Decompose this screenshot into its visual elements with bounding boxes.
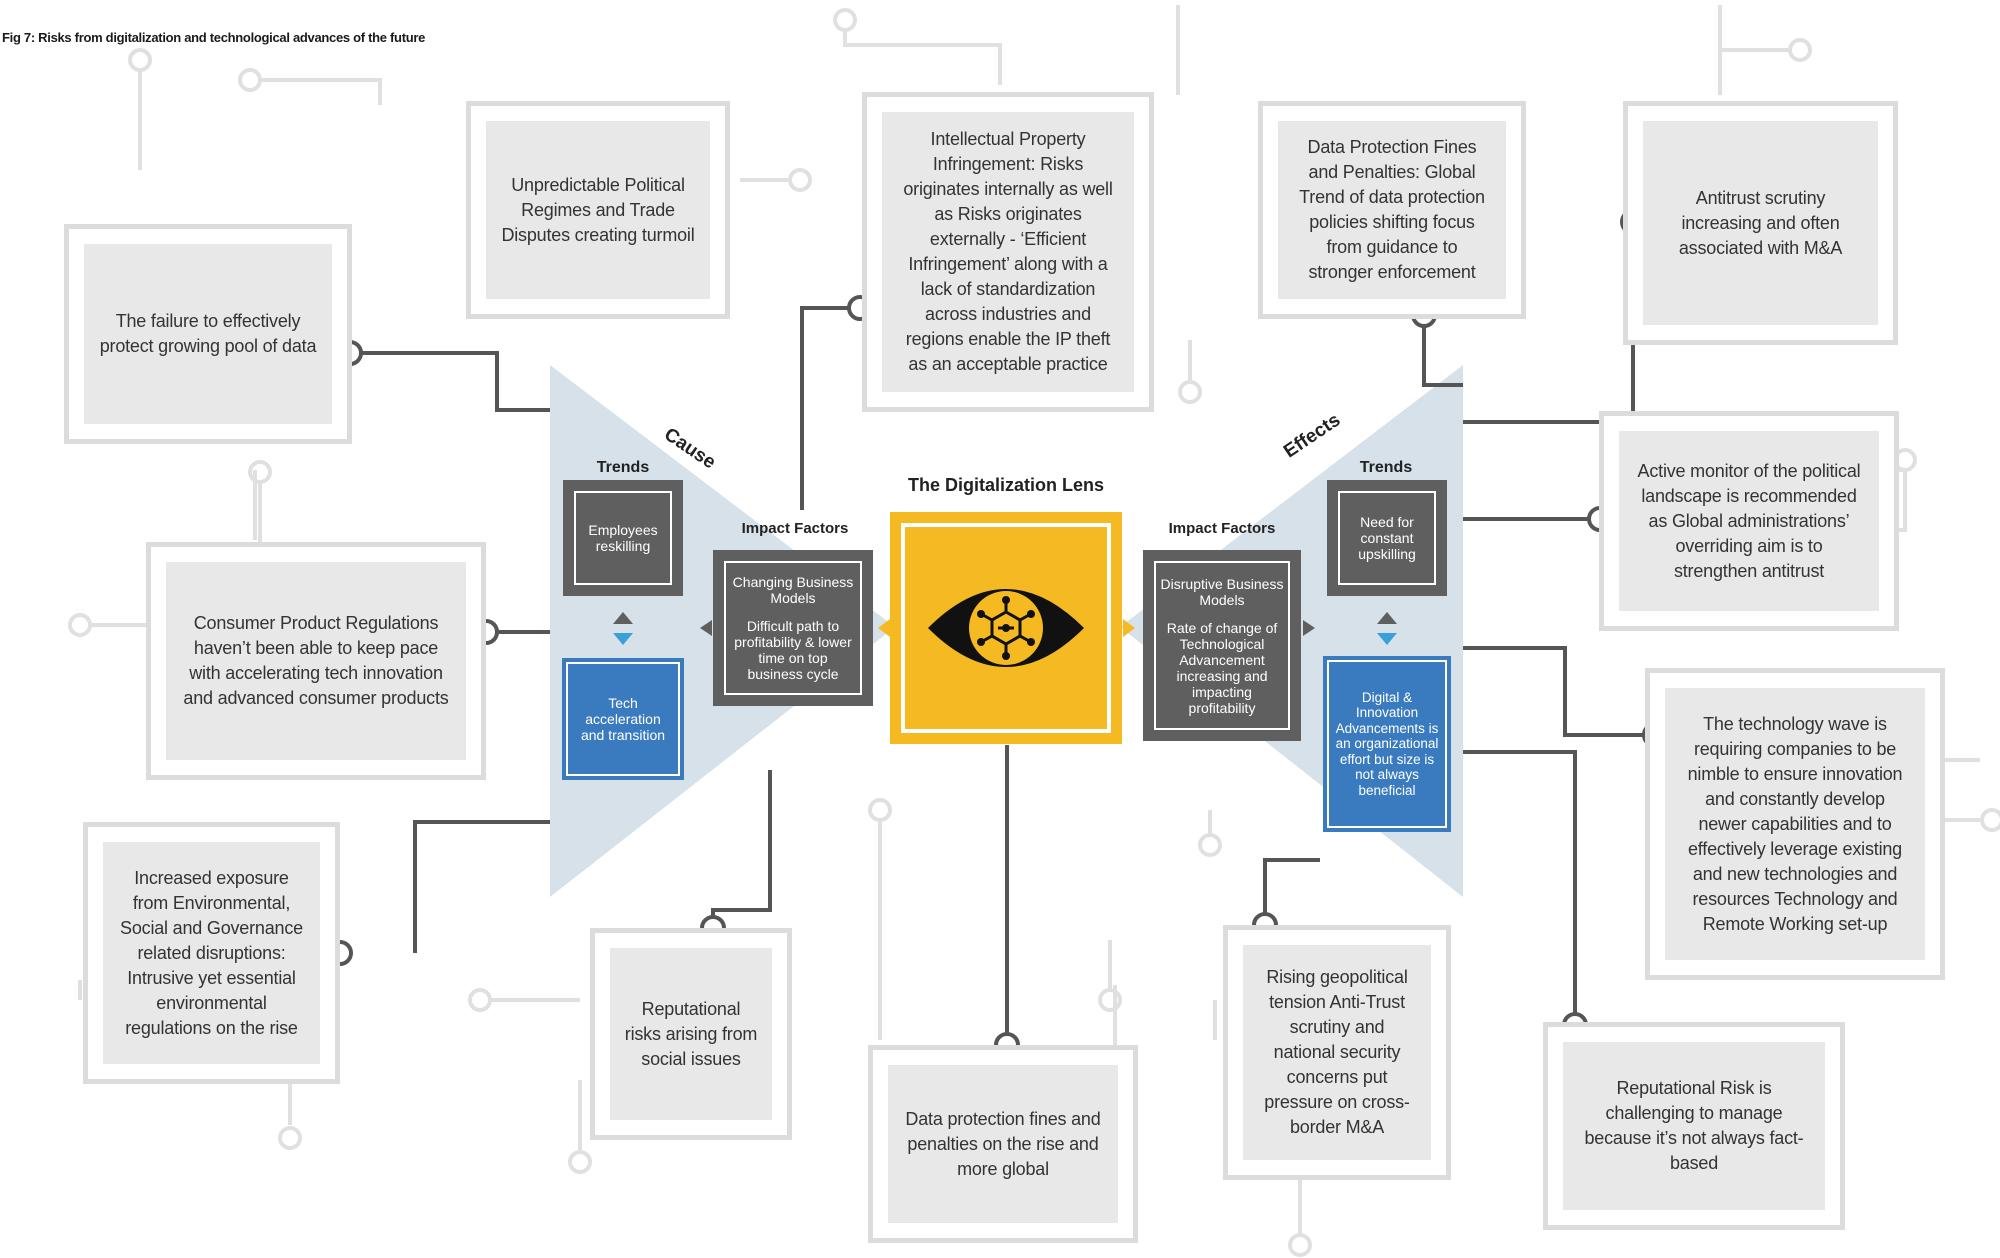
cause-trend-text: Employees reskilling xyxy=(588,522,658,554)
risk-box-ip: Intellectual Property Infringement: Risk… xyxy=(862,92,1154,412)
risk-text: Active monitor of the political landscap… xyxy=(1619,431,1879,611)
risk-box-antitrust: Antitrust scrutiny increasing and often … xyxy=(1623,101,1898,345)
arrow-left-icon xyxy=(700,620,712,636)
lens-arrow-right-icon xyxy=(1123,619,1135,637)
digitalization-lens xyxy=(890,512,1122,744)
eye-icon xyxy=(928,589,1084,667)
risk-text: Reputational Risk is challenging to mana… xyxy=(1563,1042,1825,1210)
effects-digital-box: Digital & Innovation Advancements is an … xyxy=(1323,656,1451,832)
risk-text: Rising geopolitical tension Anti-Trust s… xyxy=(1243,945,1431,1160)
arrow-right-icon xyxy=(1303,620,1315,636)
effects-digital-text: Digital & Innovation Advancements is an … xyxy=(1335,689,1439,798)
cause-trend-box: Employees reskilling xyxy=(563,480,683,596)
risk-box-political: Unpredictable Political Regimes and Trad… xyxy=(466,101,730,319)
risk-text: Consumer Product Regulations haven’t bee… xyxy=(166,562,466,760)
risk-box-data-fines: Data protection fines and penalties on t… xyxy=(868,1045,1138,1243)
cause-tech-text: Tech acceleration and transition xyxy=(580,695,666,743)
lens-arrow-left-icon xyxy=(878,619,890,637)
risk-text: Data Protection Fines and Penalties: Glo… xyxy=(1278,121,1506,299)
effects-impact-body: Rate of change of Technological Advancem… xyxy=(1166,619,1278,716)
effects-trend-box: Need for constant upskilling xyxy=(1327,480,1447,596)
cause-trends-label: Trends xyxy=(596,459,650,476)
figure-title: Fig 7: Risks from digitalization and tec… xyxy=(2,30,426,45)
effects-impact-title: Disruptive Business Models xyxy=(1160,575,1284,608)
risk-text: Unpredictable Political Regimes and Trad… xyxy=(486,121,710,299)
cause-impact-box: Changing Business Models Difficult path … xyxy=(713,550,873,706)
risk-box-data-pool: The failure to effectively protect growi… xyxy=(64,224,352,444)
cause-tech-box: Tech acceleration and transition xyxy=(562,658,684,780)
risk-box-reputational-social: Reputational risks arising from social i… xyxy=(590,928,792,1140)
risk-text: Reputational risks arising from social i… xyxy=(610,948,772,1120)
cause-impact-label: Impact Factors xyxy=(741,520,849,537)
risk-text: The failure to effectively protect growi… xyxy=(84,244,332,424)
arrow-up-down-icon xyxy=(613,612,633,645)
lens-title: The Digitalization Lens xyxy=(907,475,1104,495)
effects-impact-label: Impact Factors xyxy=(1168,520,1276,537)
risk-text: The technology wave is requiring compani… xyxy=(1665,688,1925,960)
risk-text: Intellectual Property Infringement: Risk… xyxy=(882,112,1134,392)
risk-box-tech-wave: The technology wave is requiring compani… xyxy=(1645,668,1945,980)
arrow-up-down-icon xyxy=(1377,612,1397,645)
risk-text: Antitrust scrutiny increasing and often … xyxy=(1643,121,1878,325)
risk-box-geopolitical: Rising geopolitical tension Anti-Trust s… xyxy=(1223,925,1451,1180)
risk-text: Data protection fines and penalties on t… xyxy=(888,1065,1118,1223)
risk-text: Increased exposure from Environmental, S… xyxy=(103,842,320,1064)
cause-impact-title: Changing Business Models xyxy=(732,574,854,606)
effects-trend-text: Need for constant upskilling xyxy=(1358,514,1416,562)
effects-impact-box: Disruptive Business Models Rate of chang… xyxy=(1143,550,1301,741)
risk-box-esg: Increased exposure from Environmental, S… xyxy=(83,822,340,1084)
risk-box-data-protection-global: Data Protection Fines and Penalties: Glo… xyxy=(1258,101,1526,319)
effects-trends-label: Trends xyxy=(1359,459,1413,476)
risk-box-reputational-fact: Reputational Risk is challenging to mana… xyxy=(1543,1022,1845,1230)
risk-box-consumer: Consumer Product Regulations haven’t bee… xyxy=(146,542,486,780)
risk-box-active-monitor: Active monitor of the political landscap… xyxy=(1599,411,1899,631)
cause-impact-body: Difficult path to profitability & lower … xyxy=(734,618,852,682)
